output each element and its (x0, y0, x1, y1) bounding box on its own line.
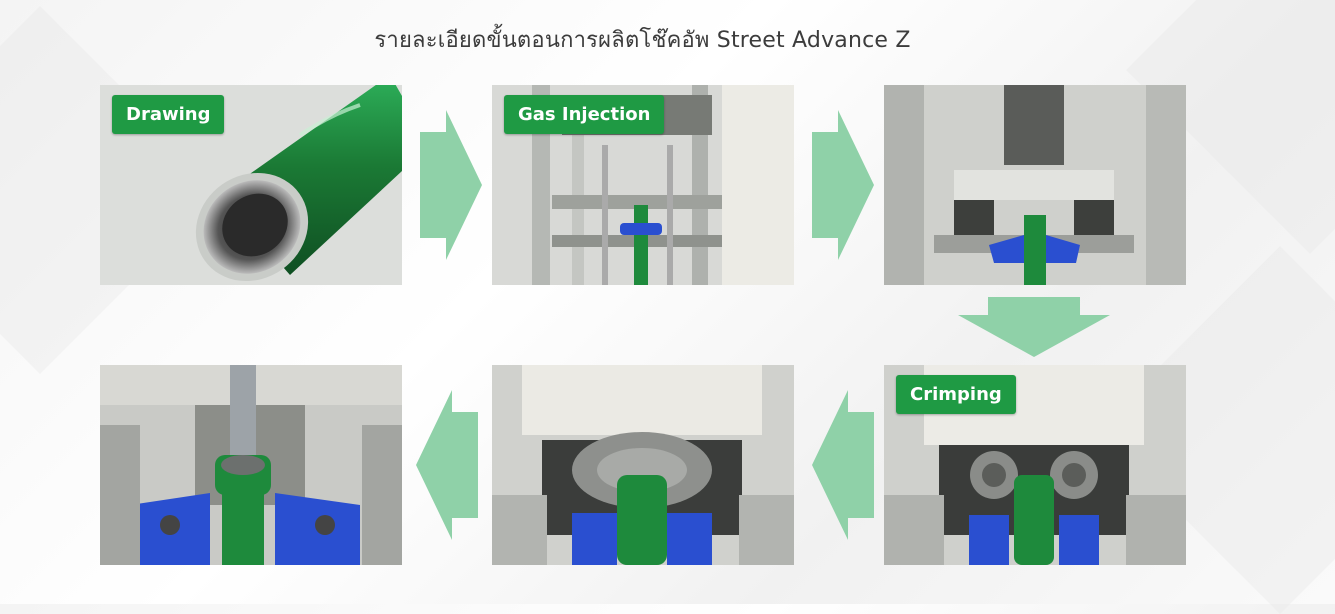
arrow-right-icon (812, 110, 874, 260)
photo-final-assembly (100, 365, 402, 565)
arrow-down-icon (958, 297, 1110, 357)
arrow-left-icon (812, 390, 874, 540)
arrow-right-icon (420, 110, 482, 260)
photo-forming (492, 365, 794, 565)
photo-drawing: Drawing (100, 85, 402, 285)
step-label-crimping: Crimping (896, 375, 1016, 414)
step-label-drawing: Drawing (112, 95, 225, 134)
photo-crimping: Crimping (884, 365, 1186, 565)
photo-machine-press (884, 85, 1186, 285)
step-label-gas-injection: Gas Injection (504, 95, 665, 134)
page-title: รายละเอียดขั้นตอนการผลิตโช๊คอัพ Street A… (374, 28, 911, 53)
photo-gas-injection: Gas Injection (492, 85, 794, 285)
arrow-left-icon (416, 390, 478, 540)
